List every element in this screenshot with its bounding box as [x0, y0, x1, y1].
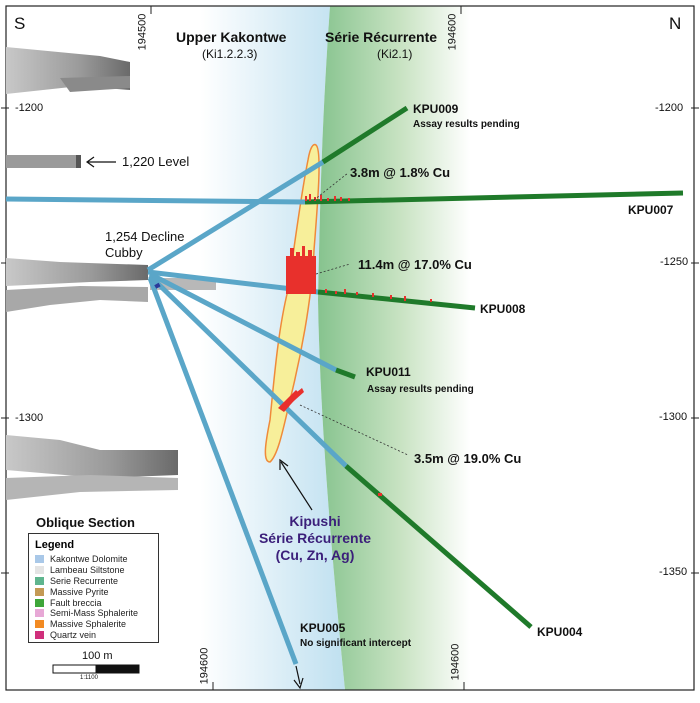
drillhole-label-kpu008: KPU008	[480, 302, 526, 316]
legend-item: Massive Sphalerite	[35, 619, 152, 630]
legend-item: Kakontwe Dolomite	[35, 554, 152, 565]
drillhole-label-kpu004: KPU004	[537, 625, 583, 639]
legend-item-label: Serie Recurrente	[50, 575, 119, 586]
legend-swatch	[35, 555, 44, 564]
legend-item: Quartz vein	[35, 630, 152, 641]
easting-tick-label: 194500	[136, 13, 149, 51]
decline-cubby-label: 1,254 Decline	[105, 229, 185, 244]
section-title: Oblique Section	[36, 515, 135, 530]
leader-lines	[299, 172, 409, 456]
elevation-tick-label: -1200	[655, 102, 684, 114]
drillhole-kpu008-green	[317, 289, 476, 311]
drillhole-note-kpu005: No significant intercept	[300, 638, 412, 649]
drillhole-kpu004-blue	[148, 274, 348, 468]
drillhole-kpu005	[147, 277, 299, 665]
legend-item: Serie Recurrente	[35, 576, 152, 587]
easting-tick-label: 194600	[198, 647, 211, 685]
legend-swatch	[35, 576, 44, 585]
legend-item: Fault breccia	[35, 597, 152, 608]
easting-tick-label: 194600	[446, 13, 459, 51]
legend-swatch	[35, 620, 44, 629]
arrow-left-icon	[85, 156, 95, 168]
elevation-tick-label: -1300	[15, 412, 44, 424]
elevation-tick-label: -1300	[659, 411, 688, 423]
recurrente-zone	[318, 6, 470, 690]
legend-item-label: Semi-Mass Sphalerite	[50, 608, 139, 619]
drillhole-label-kpu007: KPU007	[628, 203, 674, 217]
drillholes	[5, 105, 684, 690]
legend-item-label: Lambeau Siltstone	[50, 565, 125, 576]
elevation-tick-label: -1200	[15, 102, 44, 114]
orebody-label: Kipushi Série Récurrente (Cu, Zn, Ag)	[250, 513, 380, 564]
arrow-down-icon	[293, 677, 304, 690]
elevation-tick-label: -1350	[659, 566, 688, 578]
orebody-label-line: Kipushi	[289, 513, 341, 529]
easting-tick-label: 194600	[449, 643, 462, 681]
intercept-label: 3.8m @ 1.8% Cu	[350, 165, 451, 180]
legend-swatch	[35, 598, 44, 607]
unit-upper-kakontwe: Upper Kakontwe	[176, 29, 287, 45]
scale-label: 100 m	[82, 650, 113, 662]
drillhole-note-kpu009: Assay results pending	[413, 119, 520, 130]
arrow-up-icon	[279, 458, 289, 470]
legend-swatch	[35, 630, 44, 639]
legend-item-label: Massive Pyrite	[50, 586, 109, 597]
legend-swatch	[35, 566, 44, 575]
drillhole-label-kpu005: KPU005	[300, 621, 346, 635]
level-1220-label: 1,220 Level	[122, 154, 190, 169]
drillhole-kpu007-green	[304, 190, 684, 205]
legend-item: Semi-Mass Sphalerite	[35, 608, 152, 619]
legend-item-label: Kakontwe Dolomite	[50, 554, 128, 565]
working-1220-level	[6, 155, 80, 168]
orebody-label-line: (Cu, Zn, Ag)	[275, 547, 355, 563]
drillhole-kpu009-blue	[146, 159, 325, 273]
legend-item: Lambeau Siltstone	[35, 565, 152, 576]
legend-item-label: Fault breccia	[50, 597, 102, 608]
decline-cubby-label: Cubby	[105, 245, 143, 260]
drillhole-kpu009-green	[321, 105, 409, 165]
drillhole-kpu011-blue	[148, 271, 338, 373]
drillhole-kpu004-green	[344, 464, 533, 629]
legend-title: Legend	[35, 539, 75, 551]
scale-ratio: 1:1100	[80, 675, 98, 681]
orebody-outline	[264, 143, 320, 463]
unit-serie-recurrente-code: (Ki2.1)	[377, 47, 413, 61]
frame	[5, 5, 695, 691]
elevation-tick-label: -1250	[660, 256, 689, 268]
unit-upper-kakontwe-code: (Ki1.2.2.3)	[202, 47, 258, 61]
tick-marks	[1, 6, 699, 690]
assay-bars	[278, 194, 432, 496]
working-lower	[6, 435, 178, 478]
arrows	[85, 156, 313, 511]
orebody-label-line: Série Récurrente	[258, 530, 372, 546]
unit-serie-recurrente: Série Récurrente	[325, 29, 438, 45]
legend-item-label: Massive Sphalerite	[50, 619, 127, 630]
intercept-label: 11.4m @ 17.0% Cu	[358, 257, 472, 272]
scale-bar	[52, 664, 140, 674]
drillhole-kpu011-green	[335, 367, 356, 380]
compass-north: N	[669, 14, 682, 33]
legend-item-label: Quartz vein	[50, 629, 97, 640]
drillhole-label-kpu011: KPU011	[366, 365, 411, 379]
mine-workings	[6, 47, 216, 500]
legend-item: Massive Pyrite	[35, 586, 152, 597]
drillhole-label-kpu009: KPU009	[413, 102, 459, 116]
intercept-label: 3.5m @ 19.0% Cu	[414, 451, 522, 466]
legend-swatch	[35, 587, 44, 596]
drillhole-note-kpu011: Assay results pending	[367, 384, 474, 395]
compass-south: S	[14, 14, 26, 33]
legend-swatch	[35, 609, 44, 618]
working-decline-cubby	[6, 258, 148, 286]
